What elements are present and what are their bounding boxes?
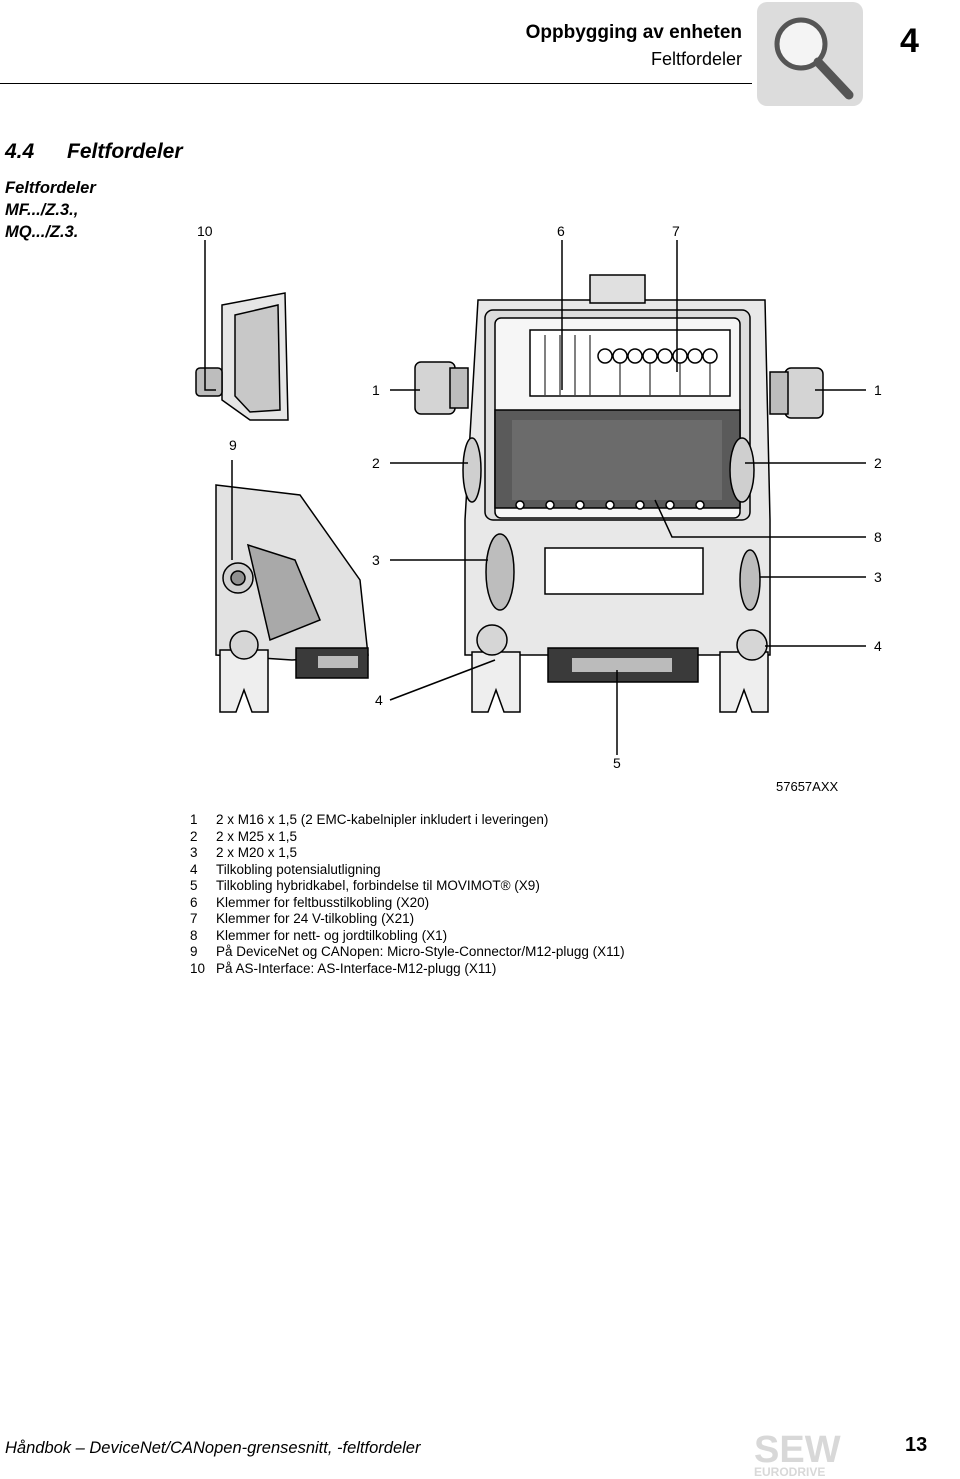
legend-number: 2 — [190, 828, 198, 844]
legend-row: 6 Klemmer for feltbusstilkobling (X20) — [190, 895, 625, 912]
section-title: Feltfordeler — [67, 140, 183, 163]
legend-row: 4 Tilkobling potensialutligning — [190, 862, 625, 879]
sidebar-label-line: MQ.../Z.3. — [5, 223, 79, 241]
cable-entry-m25-left — [462, 437, 482, 503]
header-title: Oppbygging av enheten — [525, 22, 742, 43]
callout-1-left: 1 — [372, 382, 380, 398]
figure-id: 57657AXX — [776, 779, 839, 794]
header-rule — [0, 83, 752, 84]
footer-text: Håndbok – DeviceNet/CANopen-grensesnitt,… — [5, 1439, 421, 1457]
chapter-number: 4 — [900, 22, 919, 60]
legend-row: 5 Tilkobling hybridkabel, forbindelse til… — [190, 878, 625, 895]
cable-gland-m16-left — [414, 361, 456, 415]
cable-gland-m16-right — [784, 367, 824, 419]
callout-3-left: 3 — [372, 552, 380, 568]
section-number: 4.4 — [5, 140, 35, 163]
legend-number: 7 — [190, 911, 198, 926]
sidebar-label-line: MF.../Z.3., — [5, 201, 79, 219]
callout-10: 10 — [197, 223, 213, 239]
legend-row: 2 2 x M25 x 1,5 — [190, 829, 625, 846]
svg-text:SEW: SEW — [754, 1429, 841, 1471]
section-heading: 4.4 Feltfordeler — [5, 140, 183, 164]
callout-7: 7 — [672, 223, 680, 239]
legend-row: 7 Klemmer for 24 V-tilkobling (X21) — [190, 911, 625, 928]
legend-number: 9 — [190, 944, 198, 959]
callout-4-left: 4 — [375, 692, 383, 708]
callout-2-right: 2 — [874, 455, 882, 471]
figure-legend: 1 2 x M16 x 1,5 (2 EMC-kabelnipler inklud… — [190, 812, 625, 977]
callout-4-right: 4 — [874, 638, 882, 654]
cable-entry-m25-right — [729, 437, 755, 503]
sidebar-label: Feltfordeler MF.../Z.3., MQ.../Z.3. — [5, 177, 96, 243]
header-subtitle: Feltfordeler — [650, 49, 742, 69]
legend-number: 3 — [190, 845, 198, 860]
legend-text: På AS-Interface: AS-Interface-M12-plugg … — [216, 960, 497, 976]
legend-text: 2 x M16 x 1,5 (2 EMC-kabelnipler inklude… — [216, 812, 549, 827]
main-housing — [414, 274, 824, 713]
legend-text: 2 x M25 x 1,5 — [216, 828, 298, 844]
m12-plug-x11-asi — [195, 367, 223, 397]
legend-text: Klemmer for 24 V-tilkobling (X21) — [216, 911, 415, 926]
callout-8: 8 — [874, 529, 882, 545]
magnifier-icon — [757, 2, 863, 106]
ground-screw-left — [476, 624, 508, 656]
callout-9: 9 — [229, 437, 237, 453]
legend-text: Klemmer for feltbusstilkobling (X20) — [216, 894, 430, 910]
legend-number: 5 — [190, 878, 198, 893]
legend-text: Tilkobling hybridkabel, forbindelse til … — [216, 878, 540, 893]
ground-screw-right — [736, 629, 768, 661]
legend-row: 1 2 x M16 x 1,5 (2 EMC-kabelnipler inklud… — [190, 812, 625, 829]
legend-number: 8 — [190, 927, 198, 943]
page-number: 13 — [905, 1434, 928, 1456]
callout-3-right: 3 — [874, 569, 882, 585]
callout-2-left: 2 — [372, 455, 380, 471]
legend-number: 1 — [190, 812, 198, 827]
device-drawing: 10 6 7 1 1 9 2 2 8 3 3 4 4 5 — [195, 223, 882, 771]
legend-text: På DeviceNet og CANopen: Micro-Style-Con… — [216, 944, 625, 959]
legend-row: 9 På DeviceNet og CANopen: Micro-Style-Co… — [190, 944, 625, 961]
legend-row: 10 På AS-Interface: AS-Interface-M12-plug… — [190, 961, 625, 978]
cable-entry-m20-left — [485, 533, 515, 611]
legend-text: Klemmer for nett- og jordtilkobling (X1) — [216, 927, 448, 943]
sidebar-label-line: Feltfordeler — [5, 179, 96, 197]
legend-number: 6 — [190, 894, 198, 910]
legend-number: 4 — [190, 861, 198, 877]
legend-number: 10 — [190, 960, 206, 976]
cable-entry-m20-right — [739, 549, 761, 611]
sew-eurodrive-logo: SEW EURODRIVE — [754, 1429, 841, 1478]
legend-text: Tilkobling potensialutligning — [216, 861, 381, 877]
legend-text: 2 x M20 x 1,5 — [216, 845, 298, 860]
legend-row: 8 Klemmer for nett- og jordtilkobling (X1… — [190, 928, 625, 945]
callout-6: 6 — [557, 223, 565, 239]
legend-row: 3 2 x M20 x 1,5 — [190, 845, 625, 862]
left-side-housing — [195, 292, 369, 713]
svg-text:EURODRIVE: EURODRIVE — [754, 1465, 825, 1478]
callout-1-right: 1 — [874, 382, 882, 398]
leader-lines — [204, 240, 866, 755]
callout-5: 5 — [613, 755, 621, 771]
